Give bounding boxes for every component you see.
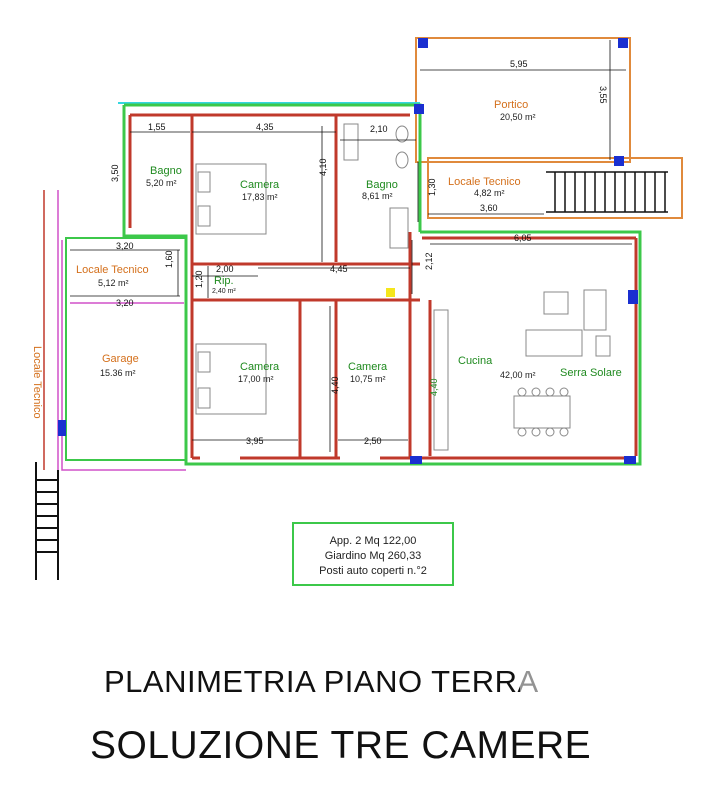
dim-595: 5,95 bbox=[510, 59, 528, 69]
portico-outline bbox=[415, 37, 631, 163]
garage-area: 15.36 m² bbox=[100, 368, 136, 378]
furniture bbox=[195, 123, 611, 451]
dim-395: 3,95 bbox=[246, 436, 264, 446]
interior-walls bbox=[128, 113, 638, 460]
serra-solare-label: Serra Solare bbox=[560, 367, 622, 379]
dim-320a: 3,20 bbox=[116, 241, 134, 251]
dim-605: 6,05 bbox=[514, 233, 532, 243]
columns bbox=[410, 38, 638, 464]
dim-160: 1,60 bbox=[164, 250, 174, 268]
dim-410: 4,10 bbox=[318, 158, 328, 176]
dim-440b: 4,40 bbox=[429, 378, 439, 396]
cucina-label: Cucina bbox=[458, 355, 493, 367]
dim-360: 3,60 bbox=[480, 203, 498, 213]
dim-155: 1,55 bbox=[148, 122, 166, 132]
left-column bbox=[58, 420, 66, 436]
stairs-left bbox=[35, 462, 59, 580]
dim-250: 2,50 bbox=[364, 436, 382, 446]
locale-tecnico-left-area: 5,12 m² bbox=[98, 278, 129, 288]
camera-bottom-mid-label: Camera bbox=[348, 361, 388, 373]
yellow-marker bbox=[386, 288, 395, 297]
camera-top-label: Camera bbox=[240, 179, 280, 191]
dim-320b: 3,20 bbox=[116, 298, 134, 308]
dim-210: 2,10 bbox=[370, 124, 388, 134]
info-line-2: Giardino Mq 260,33 bbox=[324, 550, 422, 562]
bagno-right-label: Bagno bbox=[366, 179, 398, 191]
apartment-info-box: App. 2 Mq 122,00 Giardino Mq 260,33 Post… bbox=[292, 522, 454, 586]
info-line-3: Posti auto coperti n.°2 bbox=[319, 565, 427, 577]
camera-top-area: 17,83 m² bbox=[242, 192, 278, 202]
info-line-1: App. 2 Mq 122,00 bbox=[329, 535, 417, 547]
stairs-right bbox=[546, 171, 668, 213]
dimension-lines bbox=[70, 40, 632, 452]
dim-440a: 4,40 bbox=[330, 376, 340, 394]
bagno-left-area: 5,20 m² bbox=[146, 178, 177, 188]
dim-355: 3,55 bbox=[598, 86, 608, 104]
garage-label: Garage bbox=[102, 353, 139, 365]
portico-label: Portico bbox=[494, 99, 528, 111]
locale-tecnico-top-area: 4,82 m² bbox=[474, 188, 505, 198]
dim-350: 3,50 bbox=[110, 164, 120, 182]
bagno-right-area: 8,61 m² bbox=[362, 191, 393, 201]
plan-subtitle: SOLUZIONE TRE CAMERE bbox=[90, 724, 592, 767]
dim-120: 1,20 bbox=[194, 270, 204, 288]
locale-tecnico-top-label: Locale Tecnico bbox=[448, 176, 521, 188]
dim-435: 4,35 bbox=[256, 122, 274, 132]
dim-200: 2,00 bbox=[216, 264, 234, 274]
dim-445: 4,45 bbox=[330, 264, 348, 274]
locale-tecnico-left-label: Locale Tecnico bbox=[76, 264, 149, 276]
locale-tecnico-top-outline bbox=[427, 157, 683, 219]
serra-solare-area: 42,00 m² bbox=[500, 370, 536, 380]
watermark-overlay bbox=[520, 660, 670, 720]
camera-bottom-left-label: Camera bbox=[240, 361, 280, 373]
dim-212: 2,12 bbox=[424, 252, 434, 270]
rip-label: Rip. bbox=[214, 275, 234, 287]
portico-area: 20,50 m² bbox=[500, 112, 536, 122]
camera-bottom-mid-area: 10,75 m² bbox=[350, 374, 386, 384]
dim-130: 1,30 bbox=[427, 178, 437, 196]
locale-tecnico-side-label: Locale Tecnico bbox=[31, 346, 43, 419]
garage-outline bbox=[61, 240, 186, 471]
bagno-left-label: Bagno bbox=[150, 165, 182, 177]
rip-area: 2,40 m² bbox=[212, 288, 236, 295]
camera-bottom-left-area: 17,00 m² bbox=[238, 374, 274, 384]
plan-title: PLANIMETRIA PIANO TERRA bbox=[104, 664, 539, 699]
